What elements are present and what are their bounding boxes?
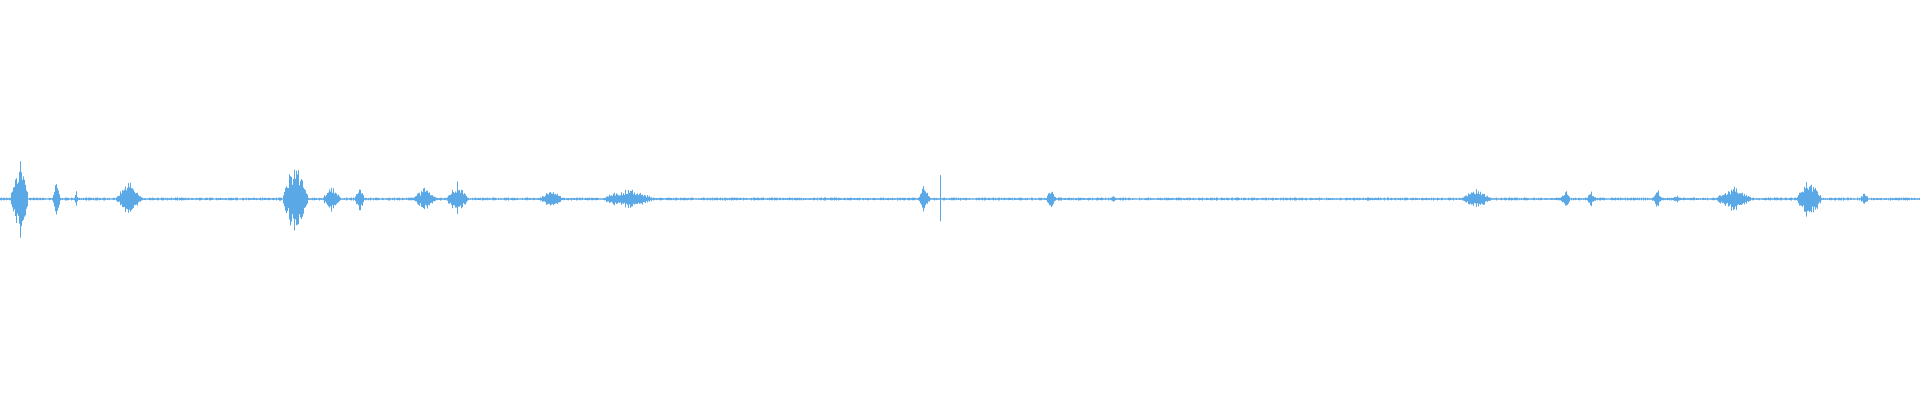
waveform-burst-11 bbox=[600, 189, 655, 209]
waveform-amplitude bbox=[0, 161, 1920, 238]
waveform-burst-10 bbox=[538, 191, 564, 207]
waveform-burst-24 bbox=[1796, 179, 1822, 219]
waveform-burst-2 bbox=[52, 179, 60, 219]
waveform-track bbox=[0, 155, 1920, 243]
waveform-burst-14 bbox=[1046, 187, 1056, 211]
waveform-burst-9 bbox=[446, 183, 468, 215]
waveform-burst-6 bbox=[322, 185, 340, 213]
waveform-burst-3 bbox=[74, 191, 78, 207]
waveform-burst-21 bbox=[1652, 189, 1662, 209]
waveform-burst-4 bbox=[115, 183, 142, 215]
waveform-burst-8 bbox=[412, 187, 436, 211]
waveform-burst-13 bbox=[939, 171, 941, 227]
waveform-burst-1 bbox=[10, 155, 28, 243]
waveform-burst-17 bbox=[1366, 196, 1370, 202]
waveform-burst-25 bbox=[1860, 191, 1868, 207]
waveform-burst-22 bbox=[1672, 195, 1680, 203]
waveform-burst-12 bbox=[918, 185, 930, 213]
waveform-burst-23 bbox=[1714, 187, 1752, 211]
waveform-burst-16 bbox=[1176, 196, 1182, 202]
waveform-burst-7 bbox=[354, 185, 364, 213]
waveform-burst-15 bbox=[1110, 196, 1116, 202]
waveform-burst-20 bbox=[1586, 191, 1596, 207]
waveform-burst-19 bbox=[1560, 189, 1570, 209]
waveform-burst-18 bbox=[1460, 189, 1492, 209]
waveform-burst-5 bbox=[282, 159, 308, 239]
